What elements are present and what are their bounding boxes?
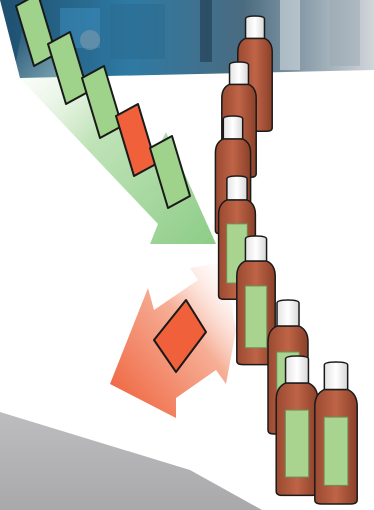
bottle-label <box>324 417 348 485</box>
bottle-line <box>215 16 357 504</box>
bottle-cap <box>227 176 247 200</box>
bottle-cap <box>230 62 249 84</box>
conveyor-floor <box>0 412 262 510</box>
bottle-cap <box>223 116 242 139</box>
bottle <box>315 362 357 504</box>
bottle-cap <box>286 356 309 383</box>
bottle-label <box>285 410 308 477</box>
bottle-label <box>245 286 267 348</box>
bottle-cap <box>277 300 299 326</box>
bottle-cap <box>245 236 266 261</box>
bottle-cap <box>246 16 265 38</box>
bottle-cap <box>324 362 347 390</box>
